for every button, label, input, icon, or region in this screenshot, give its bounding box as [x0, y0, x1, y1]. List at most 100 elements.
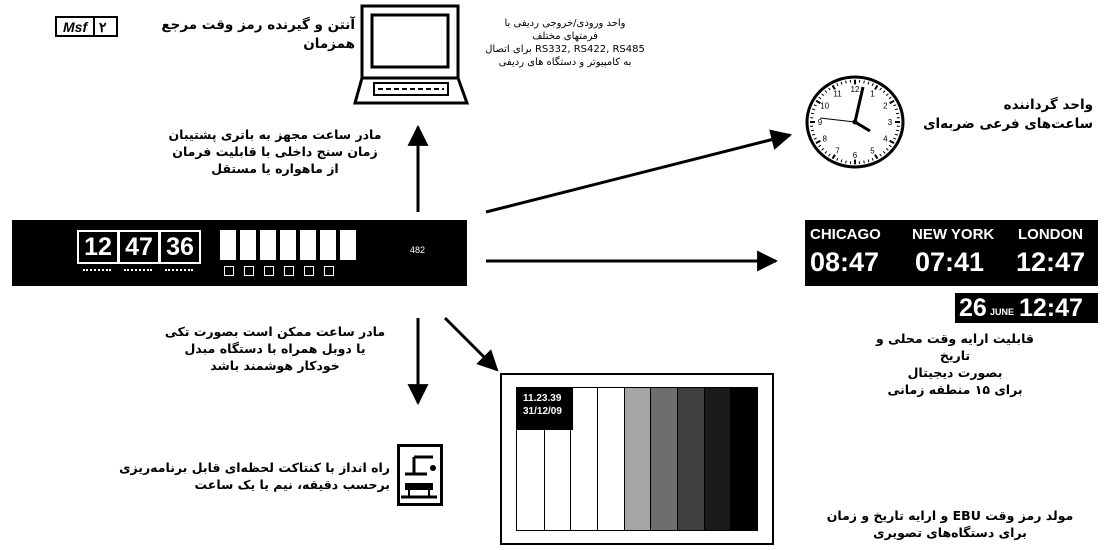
clock-tick	[863, 80, 865, 84]
time-london: 12:47	[1016, 247, 1086, 277]
clock-number: 7	[835, 147, 840, 156]
computer-caption: واحد ورودی/خروجی ردیفی با فرمتهای مختلف …	[480, 17, 650, 69]
clock-tick	[888, 144, 892, 148]
digital-caption: قابلیت ارایه وقت محلی و تاریخ بصورت دیجی…	[865, 330, 1045, 398]
clock-tick	[836, 83, 839, 87]
slave-clock-caption: واحد گرداننده ساعت‌های فرعی ضربه‌ای	[908, 96, 1093, 134]
clock-number: 5	[870, 147, 875, 156]
indicator-led	[284, 266, 294, 276]
master-caption-top-line-1: مادر ساعت مجهز به باتری پشتیبان	[168, 127, 382, 142]
clock-tick	[824, 150, 828, 154]
computer-caption-line-1: واحد ورودی/خروجی ردیفی با	[504, 18, 626, 29]
clock-tick	[828, 153, 831, 157]
minutes-display: 47	[118, 230, 160, 264]
hours-display: 12	[77, 230, 119, 264]
arrow-to-slave-clock	[485, 129, 793, 214]
clock-number: 1	[870, 89, 875, 98]
clock-tick	[831, 84, 836, 90]
indicator-led	[324, 266, 334, 276]
msf-badge: Msf ۲	[55, 16, 118, 37]
indicator-bar	[260, 230, 276, 260]
clock-tick	[885, 93, 889, 96]
msf-label: Msf	[63, 19, 88, 35]
clock-tick	[821, 148, 825, 151]
clock-tick	[824, 90, 828, 94]
digital-caption-line-3: برای ۱۵ منطقه زمانی	[887, 382, 1023, 397]
timecode-date: 31/12/09	[523, 406, 562, 417]
clock-number: 2	[883, 102, 888, 111]
clock-number: 3	[888, 118, 893, 127]
seconds-dots	[165, 263, 193, 271]
clock-tick	[810, 112, 815, 115]
master-caption-bottom-line-2: یا دوبل همراه با دستگاه مبدل	[184, 341, 366, 356]
clock-tick	[895, 112, 900, 115]
clock-tick	[828, 87, 831, 91]
date-day: 26	[959, 294, 987, 322]
test-bar	[677, 388, 705, 530]
clock-tick	[815, 99, 821, 105]
msf-caption: آنتن و گیرنده رمز وقت مرجع همزمان	[161, 17, 355, 52]
indicator-bar	[320, 230, 336, 260]
test-bar	[650, 388, 678, 530]
digital-caption-line-2: بصورت دیجیتال	[907, 365, 1003, 380]
clock-tick	[893, 137, 897, 140]
clock-number: 11	[833, 89, 842, 98]
slave-clock-caption-line-1: واحد گرداننده	[1003, 97, 1093, 113]
master-caption-top-line-2: زمان سنج داخلی با قابلیت فرمان	[172, 144, 378, 159]
timecode-time: 11.23.39	[523, 393, 562, 404]
master-caption-top: مادر ساعت مجهز به باتری پشتیبان زمان سنج…	[150, 126, 400, 177]
test-bar	[597, 388, 625, 530]
clock-tick	[871, 157, 874, 161]
clock-tick	[815, 139, 821, 144]
city-chicago: CHICAGO	[810, 226, 881, 243]
clock-tick	[812, 133, 816, 136]
master-clock-unit: 12 47 36 482	[12, 220, 467, 286]
unit-code: 482	[410, 245, 426, 255]
time-chicago: 08:47	[810, 247, 880, 277]
test-bar	[570, 388, 598, 530]
slave-clock-caption-line-2: ساعت‌های فرعی ضربه‌ای	[923, 116, 1093, 132]
indicator-led	[224, 266, 234, 276]
indicator-bar	[220, 230, 236, 260]
clock-tick	[818, 96, 822, 100]
clock-tick	[818, 144, 822, 148]
city-new-york: NEW YORK	[912, 226, 995, 243]
clock-number: 12	[851, 85, 860, 94]
test-pattern-screen: 11.23.39 31/12/09	[516, 387, 758, 531]
city-london: LONDON	[1018, 226, 1083, 243]
clock-tick	[863, 160, 865, 164]
clock-tick	[813, 137, 817, 140]
indicator-led	[304, 266, 314, 276]
clock-tick	[845, 80, 847, 84]
computer-icon	[353, 4, 470, 105]
test-bar	[703, 388, 732, 530]
clock-tick	[889, 139, 895, 144]
clock-number: 10	[820, 102, 829, 111]
clock-tick	[840, 81, 843, 85]
clock-tick	[879, 87, 882, 91]
ebu-caption: مولد رمز وقت EBU و ارایه تاریخ و زمان بر…	[810, 507, 1090, 541]
computer-caption-line-4: به کامپیوتر و دستگاه های ردیفی	[498, 57, 632, 68]
contact-caption-line-1: راه انداز با کنتاکت لحظه‌ای قابل برنامه‌…	[119, 460, 390, 475]
clock-tick	[888, 96, 892, 100]
clock-tick	[810, 129, 815, 132]
msf-number: ۲	[99, 19, 107, 35]
indicator-bar	[240, 230, 256, 260]
minutes-dots	[124, 263, 152, 271]
clock-tick	[894, 108, 898, 111]
computer-caption-line-3: RS332, RS422, RS485 برای اتصال	[485, 44, 645, 55]
ebu-caption-line-1: مولد رمز وقت EBU و ارایه تاریخ و زمان	[826, 508, 1074, 523]
hours-dots	[83, 263, 111, 271]
clock-tick	[893, 104, 897, 107]
clock-tick	[882, 90, 886, 94]
clock-number: 8	[822, 135, 827, 144]
clock-tick	[845, 160, 847, 164]
indicator-bar	[340, 230, 356, 260]
indicator-led	[244, 266, 254, 276]
clock-tick	[812, 108, 816, 111]
test-bar	[623, 388, 652, 530]
video-monitor: 11.23.39 31/12/09	[500, 373, 774, 545]
master-caption-bottom-line-1: مادر ساعت ممکن است بصورت تکی	[164, 324, 386, 339]
